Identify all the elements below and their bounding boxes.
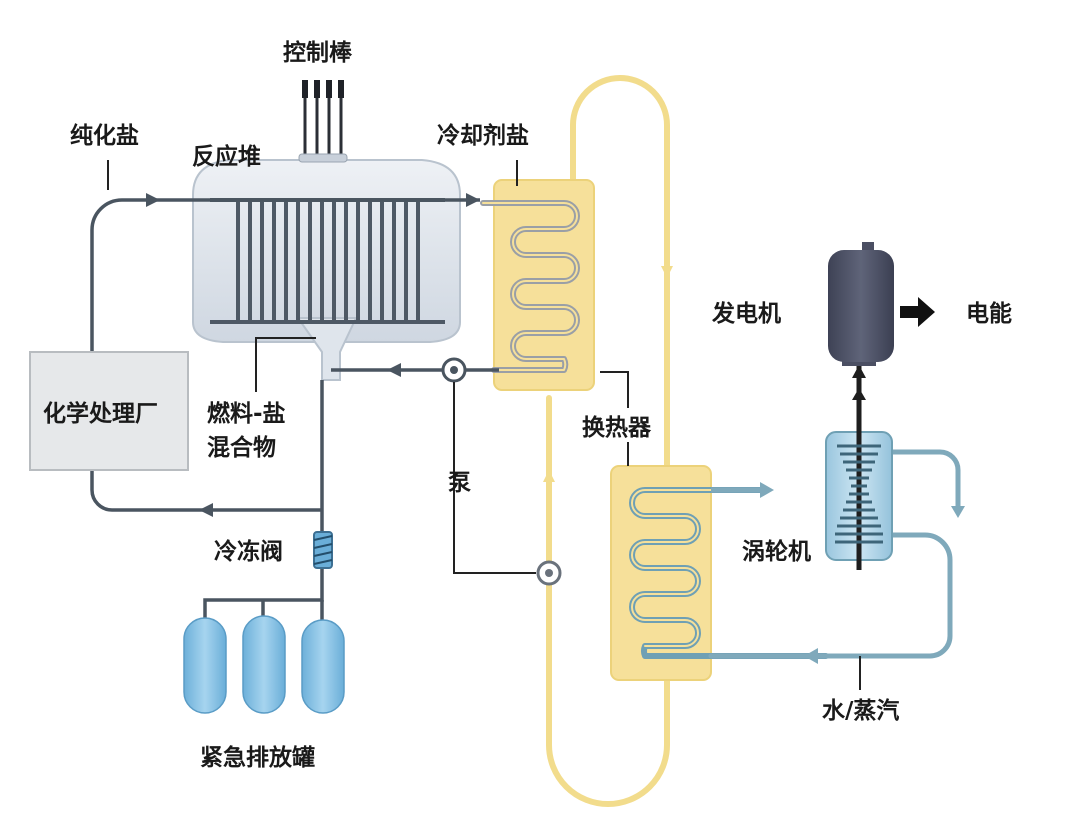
reactor-label: 反应堆 bbox=[192, 143, 261, 170]
water-steam-label: 水/蒸汽 bbox=[822, 697, 899, 724]
purified-salt-label: 纯化盐 bbox=[70, 122, 139, 149]
fuel-flow-arrow-left bbox=[387, 363, 401, 377]
electric-power-label: 电能 bbox=[966, 300, 1012, 327]
coolant-flow-arrow-down bbox=[661, 266, 673, 278]
coolant-pump-icon bbox=[536, 560, 562, 586]
chemical-plant-box bbox=[29, 351, 189, 471]
generator bbox=[828, 242, 935, 366]
emergency-tanks bbox=[183, 615, 345, 714]
turbine-blades bbox=[835, 444, 883, 544]
freeze-valve-icon bbox=[313, 531, 333, 569]
chemical-plant-label: 化学处理厂 bbox=[43, 400, 158, 427]
freeze-valve-label: 冷冻阀 bbox=[214, 538, 283, 565]
fuel-pump-icon bbox=[441, 357, 467, 383]
fuel-salt-piping bbox=[90, 198, 499, 622]
pump-label: 泵 bbox=[448, 470, 471, 496]
heat-exchanger-label: 换热器 bbox=[582, 414, 652, 441]
shaft-arrow-up bbox=[852, 365, 866, 378]
fuel-channels bbox=[210, 198, 445, 324]
fuel-salt-label-line2: 混合物 bbox=[207, 434, 276, 461]
leader-lines bbox=[107, 160, 629, 574]
heat-exchanger-lower bbox=[610, 465, 829, 681]
generator-label: 发电机 bbox=[711, 300, 781, 327]
water-flow-arrow-right bbox=[760, 482, 774, 498]
fuel-flow-arrow-return bbox=[199, 503, 213, 517]
tank-1 bbox=[183, 617, 227, 714]
coolant-salt-label: 冷却剂盐 bbox=[437, 122, 529, 149]
water-steam-loop bbox=[708, 449, 965, 690]
emergency-tanks-label: 紧急排放罐 bbox=[200, 744, 315, 771]
coolant-loop bbox=[543, 75, 673, 807]
fuel-salt-label-line1: 燃料-盐 bbox=[207, 400, 286, 427]
shaft-arrow-up-2 bbox=[852, 388, 866, 400]
fuel-flow-arrow-into-exchanger bbox=[466, 193, 480, 207]
water-flow-arrow-down bbox=[951, 506, 965, 518]
turbine-label: 涡轮机 bbox=[742, 538, 811, 565]
power-arrow-icon bbox=[900, 297, 935, 327]
heat-exchanger-upper bbox=[480, 179, 595, 391]
coolant-flow-arrow-up bbox=[543, 470, 555, 482]
control-rods bbox=[298, 80, 348, 163]
fuel-flow-arrow-right bbox=[146, 193, 160, 207]
control-rods-label: 控制棒 bbox=[283, 39, 353, 66]
tank-3 bbox=[301, 619, 345, 714]
water-flow-arrow-left bbox=[804, 648, 818, 664]
turbine bbox=[825, 365, 893, 570]
tank-2 bbox=[242, 615, 286, 714]
reactor-vessel bbox=[192, 80, 461, 381]
